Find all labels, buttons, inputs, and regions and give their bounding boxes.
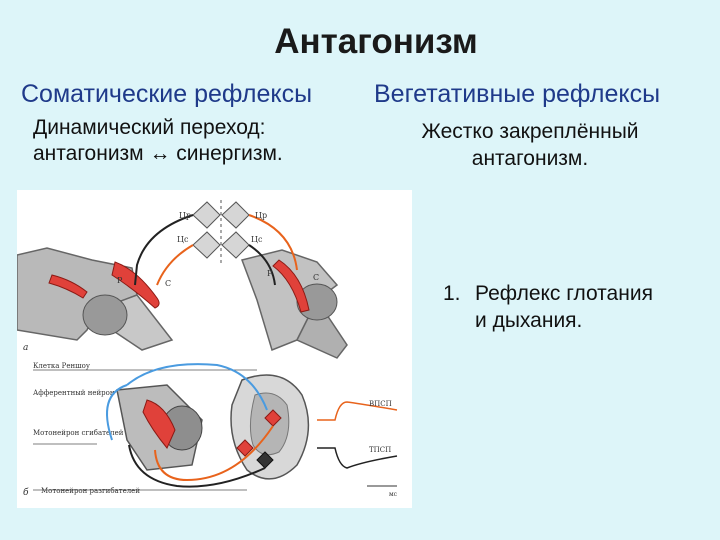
list-item-line-2: и дыхания.: [475, 309, 583, 332]
vegetative-line-1: Жестко закреплённый: [421, 120, 639, 143]
label-scale: мс: [389, 491, 398, 498]
right-neuron-bottom: [221, 231, 250, 259]
vegetative-description: Жестко закреплённый антагонизм.: [410, 118, 650, 172]
list-item: 1. Рефлекс глотания и дыхания.: [443, 280, 653, 334]
lower-muscle: [142, 399, 176, 449]
right-neuron-top: [221, 201, 250, 229]
vegetative-line-2: антагонизм.: [471, 147, 589, 170]
ipsp-trace: [317, 447, 398, 469]
label-p-right: Р: [267, 269, 273, 278]
left-nerve-orange: [156, 244, 194, 286]
panel-letter-b: б: [23, 487, 29, 498]
label-epsp: ВПСП: [369, 400, 392, 408]
label-renshaw: Клетка Реншоу: [33, 362, 91, 370]
somatic-description: Динамический переход: антагонизм ↔ синер…: [33, 115, 283, 167]
somatic-line-2: антагонизм ↔ синергизм.: [33, 142, 283, 165]
efferent-fiber-orange: [154, 425, 274, 482]
label-p-left: Р: [117, 276, 123, 285]
gray-matter: [249, 392, 290, 456]
afferent-fiber: [126, 363, 268, 411]
label-cr-left: Цр: [179, 211, 191, 220]
label-ipsp: ТПСП: [369, 446, 391, 454]
reflex-diagram: Цр Цс Цр Цс Р С Р С а Клетка Реншоу Аффе…: [17, 190, 412, 508]
page-title: Антагонизм: [274, 22, 478, 61]
somatic-heading: Соматические рефлексы: [21, 80, 313, 108]
list-item-line-1: Рефлекс глотания: [475, 282, 653, 305]
label-c-right: С: [313, 273, 319, 282]
panel-letter-a: а: [23, 343, 28, 353]
reflex-diagram-svg: Цр Цс Цр Цс Р С Р С а Клетка Реншоу Аффе…: [17, 200, 398, 498]
list-item-number: 1.: [443, 282, 461, 305]
left-knee-joint: [82, 294, 128, 336]
right-muscle-flexor: [272, 259, 310, 313]
efferent-fiber-black: [128, 444, 266, 488]
afferent-fiber-loop: [106, 384, 128, 441]
vegetative-heading: Вегетативные рефлексы: [374, 80, 661, 108]
label-extensor-motoneuron: Мотонейрон разгибателей: [41, 487, 140, 495]
somatic-line-1: Динамический переход:: [33, 116, 266, 139]
label-c-left: С: [165, 279, 171, 288]
interneuron-cell: [236, 439, 254, 457]
left-muscle-extensor: [48, 274, 88, 299]
left-nerve-black: [134, 214, 194, 286]
label-cr-right: Цр: [255, 211, 267, 220]
label-cs-left: Цс: [177, 235, 189, 244]
label-flexor-motoneuron: Мотонейрон сгибателей: [33, 429, 124, 437]
flexor-motoneuron-cell: [264, 409, 282, 427]
right-nerve-orange: [248, 214, 298, 271]
label-cs-right: Цс: [251, 235, 263, 244]
left-neuron-top: [192, 201, 221, 229]
extensor-motoneuron-cell: [256, 451, 274, 469]
right-nerve-black: [248, 244, 276, 286]
left-neuron-bottom: [192, 231, 221, 259]
epsp-trace: [317, 401, 398, 421]
label-afferent: Афферентный нейрон: [33, 389, 115, 397]
